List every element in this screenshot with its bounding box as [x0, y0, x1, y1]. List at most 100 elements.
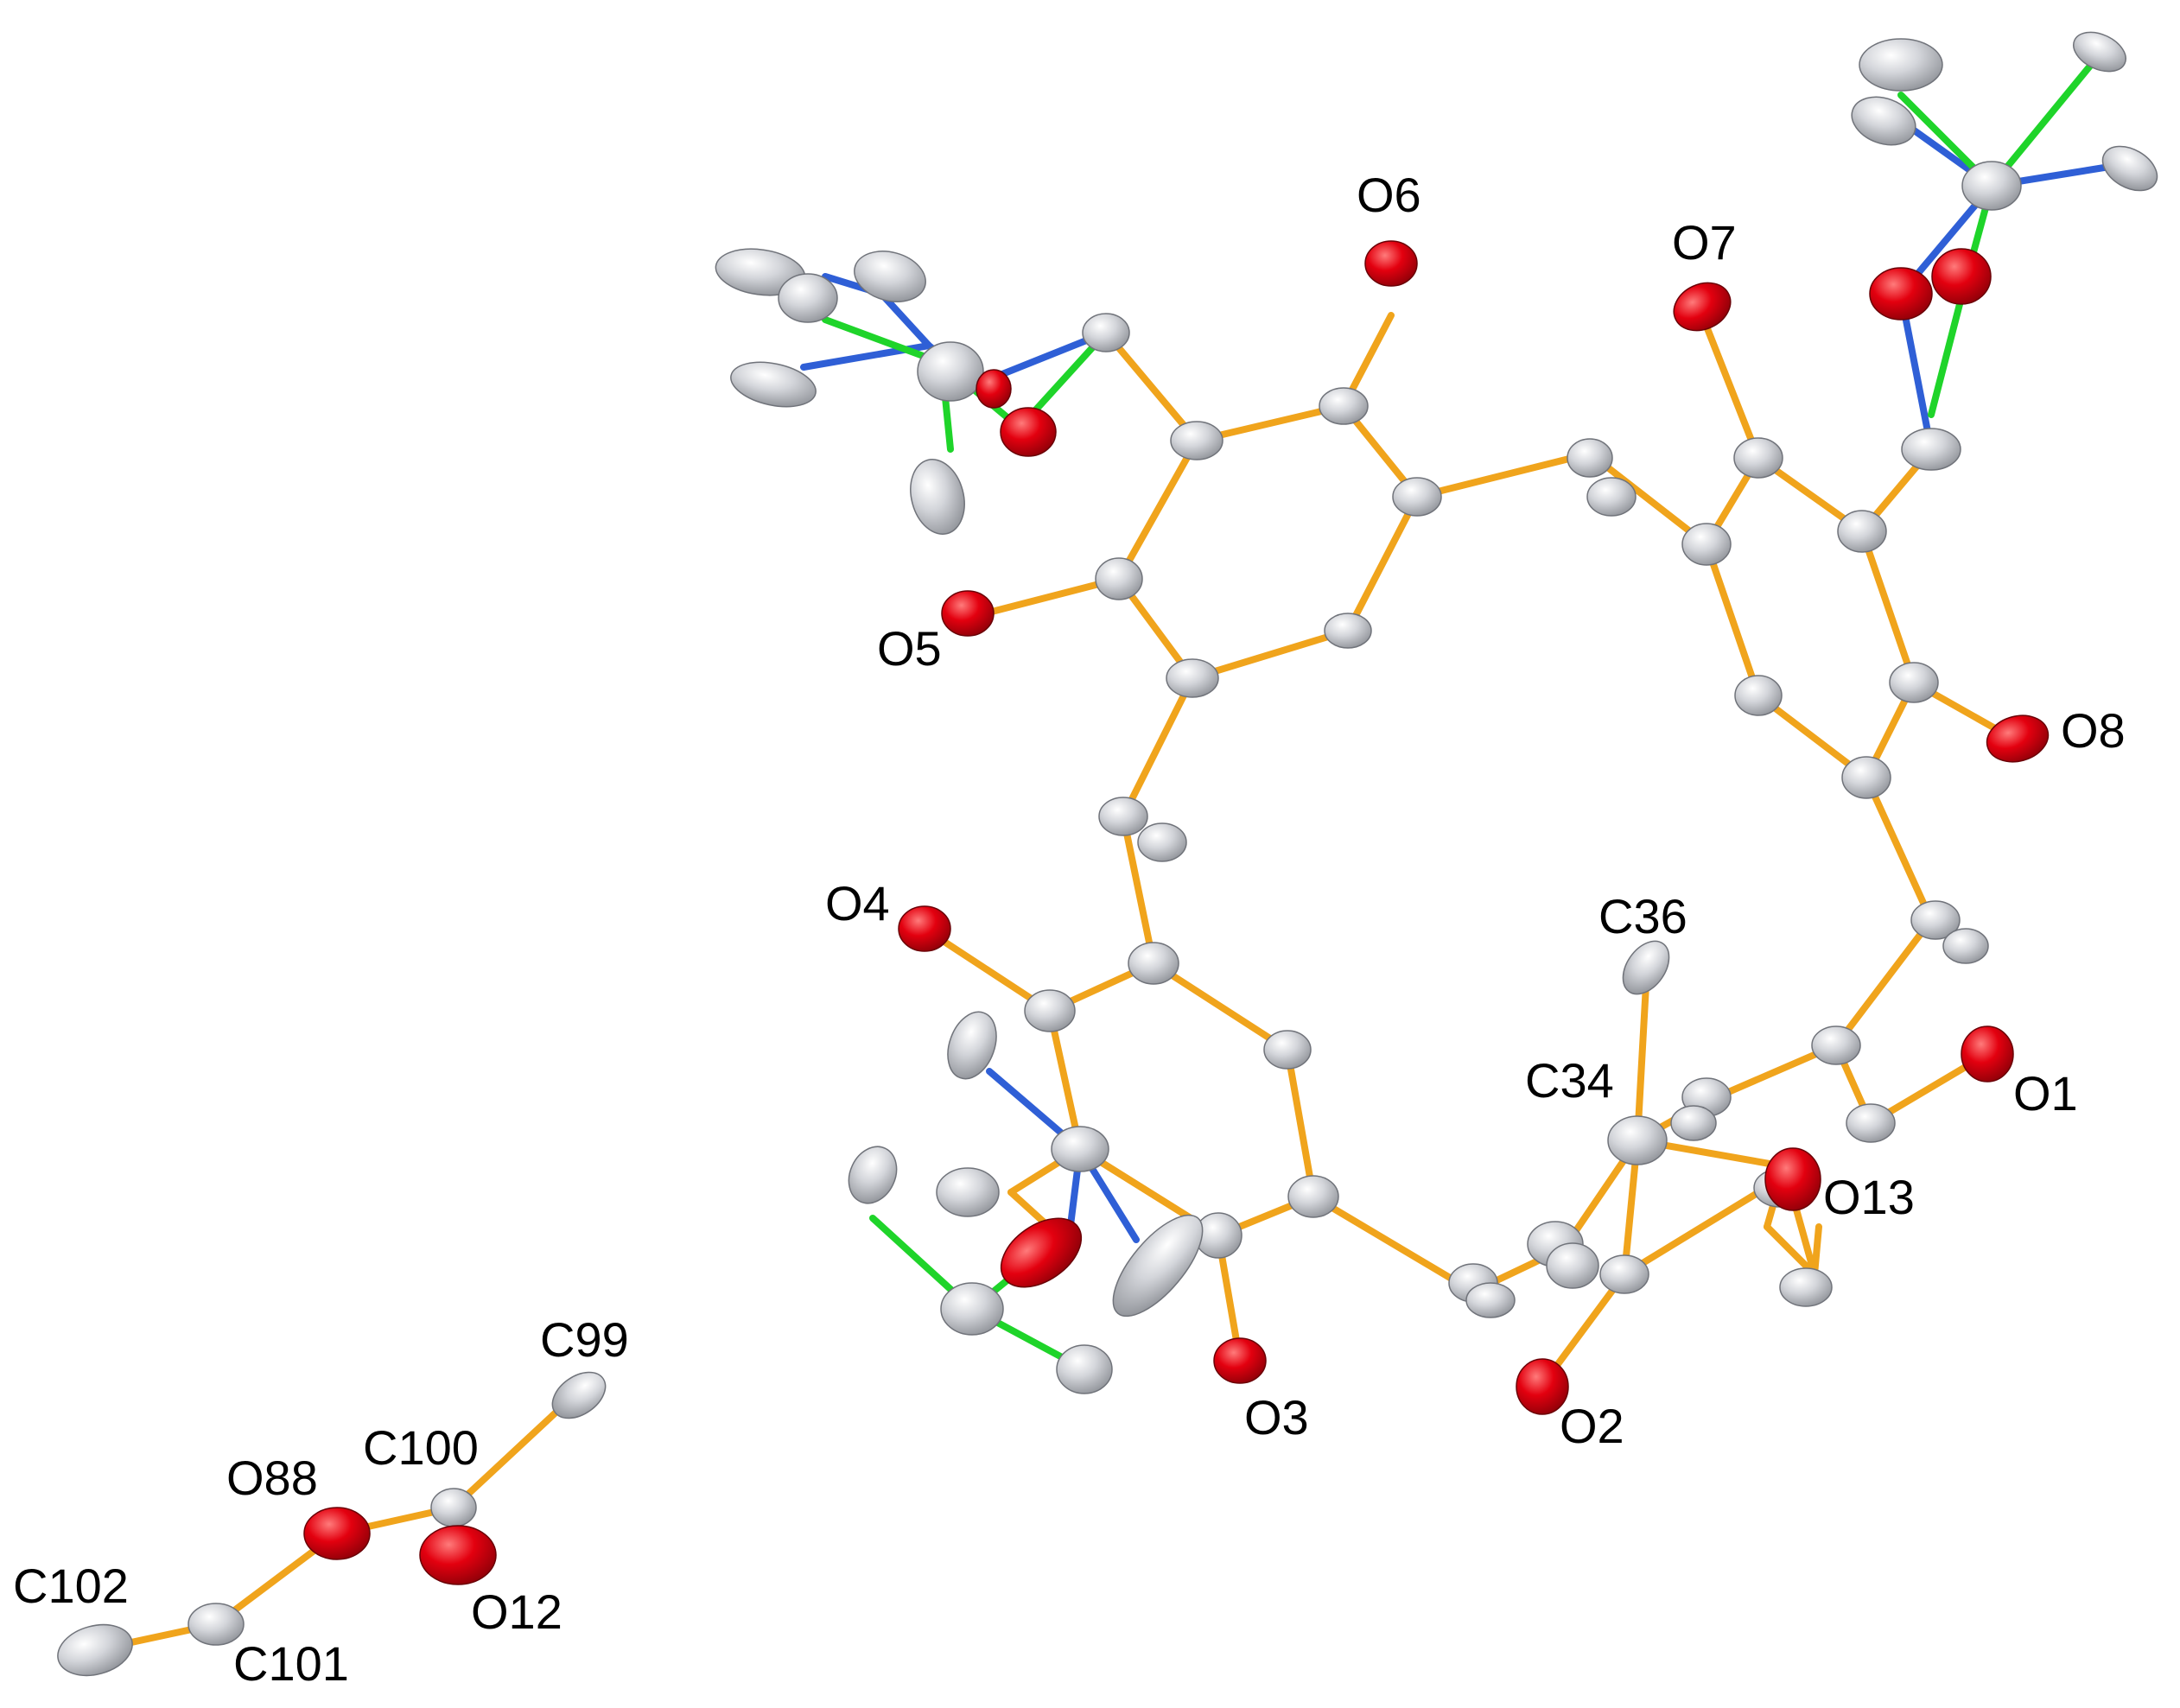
label-c102: C102 — [13, 1559, 129, 1613]
oxygen-atom — [303, 1507, 371, 1560]
carbon-atom — [1811, 1025, 1861, 1065]
carbon-atom — [1961, 161, 2022, 211]
carbon-atom — [1567, 438, 1613, 478]
oxygen-atom — [1869, 267, 1933, 321]
label-o1: O1 — [2013, 1066, 2078, 1121]
oxygen-atom — [1516, 1358, 1569, 1415]
label-c101: C101 — [233, 1636, 349, 1691]
label-o3: O3 — [1244, 1390, 1309, 1444]
oxygen-atom — [898, 905, 951, 952]
carbon-atom — [1734, 675, 1783, 716]
oxygen-atom — [1931, 248, 1992, 305]
carbon-atom — [1546, 1242, 1599, 1289]
carbon-atom — [1586, 477, 1637, 517]
label-o6: O6 — [1357, 168, 1421, 222]
carbon-atom — [1324, 613, 1372, 649]
carbon-atom — [1851, 96, 1916, 146]
carbon-atom — [730, 361, 817, 408]
label-o8: O8 — [2061, 703, 2126, 758]
carbon-atom — [2073, 31, 2126, 73]
bond — [1811, 1223, 1822, 1278]
oxygen-atom — [1986, 714, 2050, 763]
carbon-atom — [1622, 940, 1670, 995]
carbon-atom — [430, 1488, 477, 1527]
oxygen-atom — [1673, 282, 1732, 332]
label-c36: C36 — [1598, 889, 1687, 943]
carbon-atom — [1889, 662, 1939, 703]
carbon-atom — [57, 1623, 133, 1677]
label-o5: O5 — [877, 621, 942, 676]
carbon-atom — [947, 1011, 997, 1080]
label-c100: C100 — [363, 1420, 479, 1475]
carbon-atom — [1112, 1214, 1204, 1318]
carbon-atom — [1056, 1344, 1113, 1394]
carbon-atom — [1170, 421, 1223, 460]
bond — [878, 290, 932, 349]
carbon-atom — [1779, 1267, 1833, 1307]
label-o13: O13 — [1823, 1170, 1915, 1224]
bond — [1863, 774, 1935, 924]
bond — [1046, 1007, 1084, 1152]
bond — [1310, 1193, 1477, 1295]
carbon-atom — [1859, 38, 1943, 92]
carbon-atom — [1095, 557, 1143, 600]
oxygen-atom — [419, 1525, 497, 1585]
carbon-atom — [551, 1371, 607, 1419]
oxygen-atom — [1364, 240, 1418, 287]
carbon-atom — [778, 273, 838, 323]
label-o2: O2 — [1560, 1399, 1624, 1453]
label-o12: O12 — [471, 1584, 562, 1639]
carbon-atom — [2101, 145, 2158, 192]
bond — [1150, 960, 1291, 1053]
carbon-atom — [940, 1282, 1004, 1336]
oxygen-atoms — [303, 240, 2050, 1585]
carbon-atom — [1137, 822, 1187, 862]
carbon-atom — [1681, 523, 1732, 566]
carbon-atom — [1846, 1103, 1896, 1143]
carbon-atom — [1599, 1254, 1649, 1294]
carbon-atom — [1263, 1030, 1312, 1070]
bond — [1189, 627, 1351, 682]
oxygen-atom — [941, 590, 995, 637]
bond — [1414, 450, 1593, 500]
carbon-atom — [1128, 942, 1179, 985]
carbon-atom — [1465, 1282, 1516, 1318]
label-o7: O7 — [1672, 215, 1737, 270]
oxygen-atom — [1213, 1337, 1267, 1384]
carbon-atom — [1607, 1115, 1668, 1165]
bond — [1859, 528, 1917, 686]
oxygen-atom — [1000, 407, 1057, 457]
carbon-atom — [1392, 477, 1442, 517]
label-o88: O88 — [226, 1451, 318, 1505]
oxygen-atom — [1961, 1025, 2014, 1083]
label-o4: O4 — [825, 876, 890, 930]
carbon-atom — [1670, 1105, 1717, 1141]
carbon-atom — [1024, 989, 1076, 1032]
bond — [1115, 437, 1200, 582]
oxygen-atom — [1000, 1217, 1083, 1288]
carbon-atom — [187, 1603, 245, 1646]
bond — [1120, 675, 1196, 820]
carbon-atom — [936, 1167, 1000, 1217]
oxygen-atom — [1764, 1147, 1821, 1211]
carbon-atom — [1901, 428, 1961, 471]
bond — [1103, 329, 1200, 444]
carbon-atom — [854, 251, 926, 302]
carbon-atom — [1837, 510, 1887, 553]
carbon-atom — [917, 341, 984, 402]
bond — [1699, 312, 1762, 461]
carbon-atom — [1910, 900, 1961, 940]
bond — [1833, 917, 1935, 1049]
carbon-atom — [1098, 797, 1148, 836]
bond — [1284, 1046, 1317, 1200]
carbon-atom — [1287, 1175, 1339, 1218]
carbon-atom — [1841, 756, 1891, 799]
bond — [1344, 493, 1420, 634]
carbon-atom — [1319, 387, 1369, 425]
bond — [1621, 1176, 1783, 1278]
carbon-atom — [1942, 928, 1989, 964]
bond — [1586, 450, 1710, 548]
atom-labels: O1 O2 O3 O4 O5 O6 O7 O8 O12 O13 O88 C34 … — [13, 168, 2126, 1691]
carbon-atom — [1166, 658, 1219, 698]
